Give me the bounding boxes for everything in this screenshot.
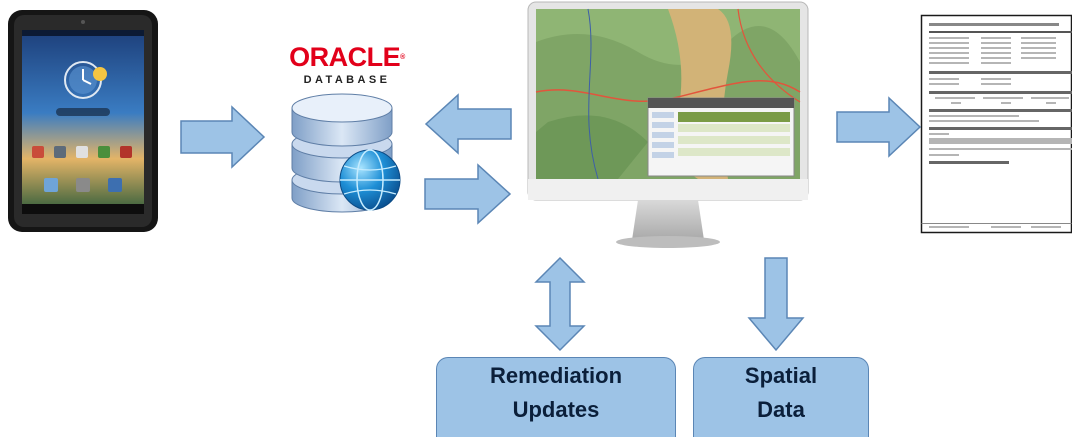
arrow-monitor-to-report	[836, 96, 922, 158]
remediation-line2: Updates	[512, 397, 600, 422]
monitor-map-icon	[527, 1, 809, 248]
arrow-database-to-monitor	[424, 163, 512, 225]
spatial-line2: Data	[757, 397, 805, 422]
remediation-updates-box: Remediation Updates	[436, 357, 676, 437]
database-product-text: DATABASE	[303, 74, 391, 86]
database-icon	[291, 93, 401, 213]
arrow-tablet-to-database	[180, 105, 266, 169]
arrow-remediation-bidirectional	[534, 256, 586, 352]
arrow-monitor-to-spatial	[747, 257, 805, 352]
spatial-line1: Spatial	[744, 363, 818, 388]
arrow-monitor-to-database	[424, 93, 512, 155]
remediation-line1: Remediation	[489, 363, 623, 388]
report-document-icon	[920, 14, 1072, 234]
spatial-data-box: Spatial Data	[693, 357, 869, 437]
oracle-database-logo: ORACLE® DATABASE	[288, 44, 406, 87]
oracle-brand-text: ORACLE®	[289, 42, 405, 72]
tablet-device-icon	[8, 10, 158, 232]
